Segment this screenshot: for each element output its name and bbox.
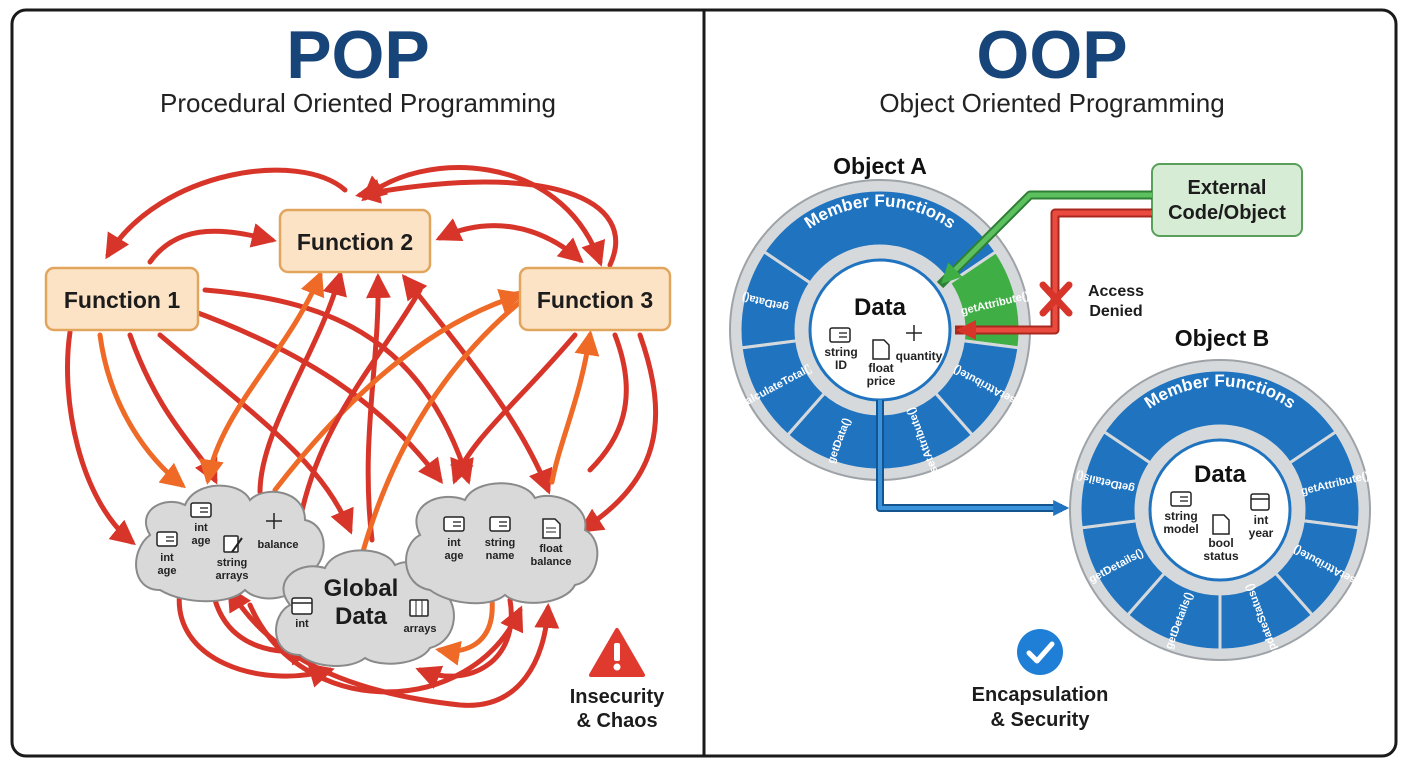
cloud-right-type-3: float	[539, 543, 563, 555]
function-box-1: Function 1	[44, 266, 200, 332]
function-1-label: Function 1	[64, 287, 180, 313]
object-a-label: Object A	[833, 153, 927, 179]
object-b-label: Object B	[1175, 325, 1270, 351]
cloud-right-name-1: age	[445, 550, 464, 562]
id-card-icon	[1170, 491, 1192, 507]
object-a-method-segment	[738, 249, 813, 350]
denied-x-icon	[1039, 281, 1073, 317]
cloud-right-type-2: string	[485, 537, 516, 549]
cloud-left-type-1: int	[160, 552, 174, 564]
object-b-field-2-type: bool	[1208, 536, 1233, 550]
access-denied-line2: Denied	[1089, 303, 1142, 320]
oop-title: OOP	[976, 17, 1127, 93]
message-arrow	[878, 400, 1070, 516]
external-code-box: External Code/Object	[1151, 163, 1303, 237]
object-a-data-label: Data	[854, 294, 907, 321]
move-icon	[906, 325, 922, 341]
cloud-left-name-3: arrays	[215, 570, 248, 582]
object-b-field-2-name: status	[1203, 549, 1239, 563]
id-card-icon	[829, 327, 851, 343]
object-b-data-label: Data	[1194, 461, 1247, 488]
global-data-cloud-center: Global Data int arrays	[275, 549, 455, 667]
pop-subtitle: Procedural Oriented Programming	[160, 88, 556, 118]
object-b-field-3-type: int	[1254, 513, 1269, 527]
object-a-ring-top-band	[761, 188, 999, 286]
cloud-center-type-1: int	[295, 618, 309, 630]
calendar-icon	[1250, 493, 1270, 511]
cloud-left-type-3: string	[217, 557, 248, 569]
object-a-field-2-name: price	[867, 374, 896, 388]
pop-panel: POP Procedural Oriented Programming	[44, 17, 672, 732]
id-card-icon	[489, 516, 511, 532]
document-icon	[872, 339, 890, 360]
object-b-method-segment	[1078, 429, 1153, 530]
cloud-center-name-2: arrays	[403, 623, 436, 635]
pop-title: POP	[286, 17, 430, 93]
external-line2: Code/Object	[1168, 202, 1286, 224]
global-data-cloud-right: int age string name float balance	[405, 482, 599, 605]
object-a-field-1-type: string	[824, 345, 857, 359]
cloud-left-name-2: age	[192, 535, 211, 547]
document-icon	[1212, 514, 1230, 535]
warning-line2: & Chaos	[576, 710, 657, 732]
cloud-right-type-1: int	[447, 537, 461, 549]
warning-icon	[589, 628, 645, 677]
oop-panel: OOP Object Oriented Programming Object A…	[729, 17, 1371, 731]
function-2-label: Function 2	[297, 229, 413, 255]
global-data-line2: Data	[335, 603, 388, 630]
id-card-icon	[443, 516, 465, 532]
denied-arrow	[956, 210, 1152, 340]
note-line2: & Security	[991, 709, 1091, 731]
warning-line1: Insecurity	[570, 686, 665, 708]
calendar-icon	[291, 597, 313, 615]
check-circle-icon	[1017, 629, 1063, 675]
note-line1: Encapsulation	[972, 684, 1109, 706]
document-icon	[542, 518, 561, 539]
access-arrow	[941, 192, 1152, 284]
oop-subtitle: Object Oriented Programming	[879, 88, 1224, 118]
cloud-left-name-4: balance	[258, 539, 299, 551]
object-b-field-1-type: string	[1164, 509, 1197, 523]
object-b-field-1-name: model	[1163, 522, 1198, 536]
object-b-ring-top-band	[1101, 368, 1339, 466]
object-b: getAttribute()setAttribute()updateStatus…	[1069, 359, 1371, 661]
grid-icon	[409, 599, 429, 617]
edit-icon	[223, 535, 243, 553]
move-icon	[266, 513, 282, 529]
object-b-ring: getAttribute()setAttribute()updateStatus…	[1075, 368, 1371, 658]
global-data-line1: Global	[324, 575, 399, 602]
cloud-left-type-2: int	[194, 522, 208, 534]
id-card-icon	[156, 531, 178, 547]
function-box-2: Function 2	[278, 208, 432, 274]
function-box-3: Function 3	[518, 266, 672, 332]
global-data-cloud-left: int age int age string arrays balance	[135, 484, 325, 603]
cloud-right-name-2: name	[486, 550, 515, 562]
access-denied-line1: Access	[1088, 283, 1144, 300]
id-card-icon	[190, 502, 212, 518]
object-b-field-3-name: year	[1249, 526, 1274, 540]
cloud-left-name-1: age	[158, 565, 177, 577]
object-a-field-2-type: float	[868, 361, 893, 375]
external-line1: External	[1188, 177, 1267, 199]
function-3-label: Function 3	[537, 287, 653, 313]
cloud-right-name-3: balance	[531, 556, 572, 568]
object-a-field-1-name: ID	[835, 358, 847, 372]
object-a-field-3-name: quantity	[896, 349, 943, 363]
